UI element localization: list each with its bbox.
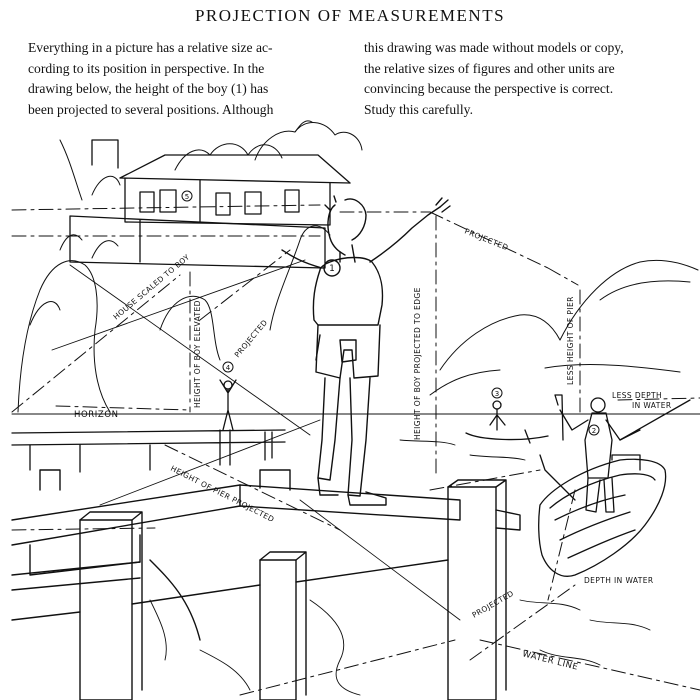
intro-line: Study this carefully.	[364, 101, 473, 117]
label-horizon: HORIZON	[74, 410, 119, 420]
intro-line: convincing because the perspective is co…	[364, 81, 614, 96]
label-in-water: IN WATER	[632, 401, 672, 410]
page-title: PROJECTION OF MEASUREMENTS	[194, 6, 506, 25]
intro-line: drawing below, the height of the boy (1)…	[28, 81, 269, 96]
boat	[538, 454, 667, 577]
label-pier-less: LESS HEIGHT OF PIER	[566, 296, 575, 385]
perspective-illustration: 5 1 4 3 2 HOUSE SCALED TO BOY HEIGHT OF …	[11, 120, 700, 700]
distant-boat	[465, 400, 549, 444]
boy-figure	[281, 195, 451, 506]
trees-behind-house	[174, 120, 363, 171]
marker-fisherman: 2	[592, 427, 596, 435]
near-pier	[11, 469, 521, 700]
number-markers	[181, 190, 600, 436]
intro-line: cording to its position in perspective. …	[28, 60, 265, 76]
label-projected-top: PROJECTED	[463, 227, 510, 253]
pier-figure	[219, 379, 237, 431]
label-projected-left: PROJECTED	[233, 318, 270, 359]
intro-line: the relative sizes of figures and other …	[364, 60, 615, 76]
marker-boy: 1	[329, 264, 335, 274]
far-pier	[11, 429, 286, 473]
label-projected-bottom: PROJECTED	[471, 589, 516, 620]
label-water-line: WATER LINE	[521, 649, 579, 673]
perspective-lines	[51, 259, 461, 621]
label-boy-edge: HEIGHT OF BOY PROJECTED TO EDGE	[413, 287, 422, 440]
label-boy-elevated: HEIGHT OF BOY ELEVATED	[193, 300, 202, 408]
hills-left	[17, 139, 331, 413]
intro-line: Everything in a picture has a relative s…	[28, 40, 273, 55]
intro-column-right: this drawing was made without models or …	[364, 38, 684, 120]
intro-line: been projected to several positions. Alt…	[28, 101, 274, 117]
intro-line: this drawing was made without models or …	[364, 40, 624, 55]
label-depth-water: DEPTH IN WATER	[584, 576, 654, 585]
marker-boat-figure: 3	[495, 390, 499, 398]
house	[69, 139, 351, 269]
water-ripples	[149, 439, 651, 696]
fisherman-figure	[539, 394, 691, 513]
intro-column-left: Everything in a picture has a relative s…	[28, 38, 348, 120]
marker-house: 5	[185, 193, 189, 201]
marker-pier-figure: 4	[226, 364, 231, 372]
hills-right	[429, 259, 699, 396]
label-less-depth: LESS DEPTH	[612, 391, 662, 400]
